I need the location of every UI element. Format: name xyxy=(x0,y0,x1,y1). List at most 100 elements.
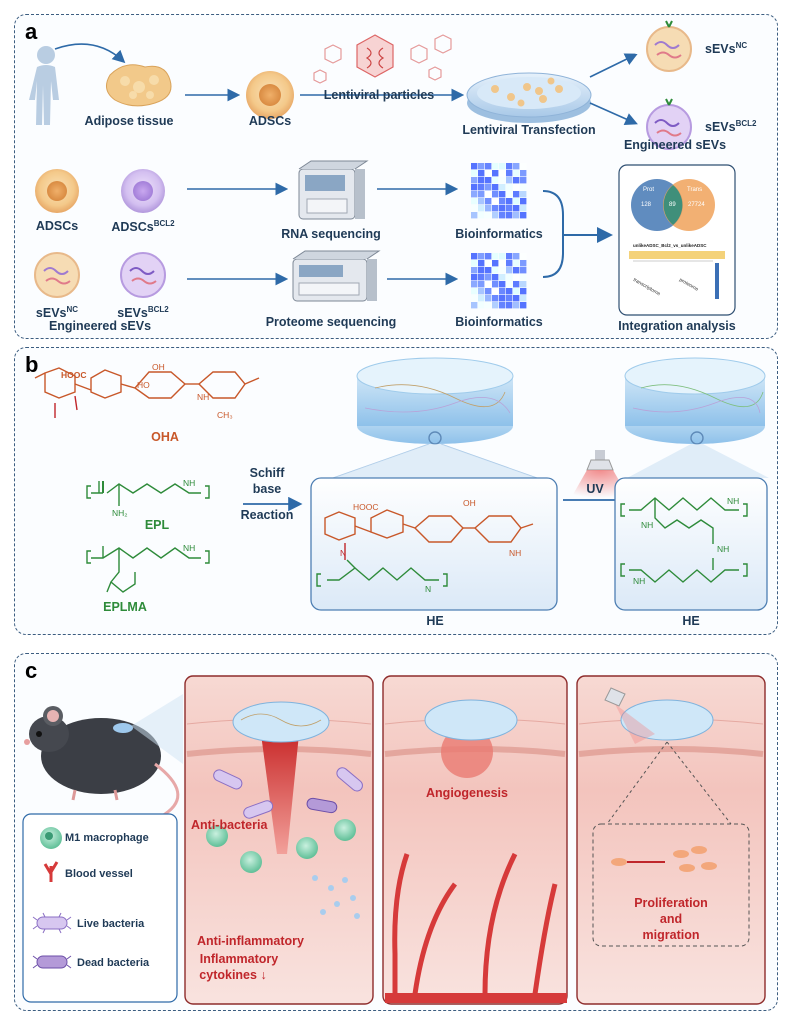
heatmap-cell xyxy=(520,274,527,281)
heatmap-cell xyxy=(478,205,485,212)
heatmap-cell xyxy=(492,260,499,267)
heatmap-cell xyxy=(492,295,499,302)
anti-bacteria-label: Anti-bacteria xyxy=(191,818,268,832)
heatmap-cell xyxy=(499,302,506,309)
he-left-epl-chain xyxy=(316,559,448,587)
adipose-tissue-icon xyxy=(105,64,172,107)
heatmap-cell xyxy=(478,253,485,260)
macrophage-cluster xyxy=(206,819,356,873)
heatmap-cell xyxy=(471,295,478,302)
heatmap-cell xyxy=(471,163,478,170)
heatmap-cell xyxy=(499,163,506,170)
he-left-label: HE xyxy=(426,614,444,628)
heatmap-cell xyxy=(478,198,485,205)
engineered-sevs-label: Engineered sEVs xyxy=(623,138,727,152)
heatmap-cell xyxy=(492,281,499,288)
schiff-label-3: Reaction xyxy=(240,508,294,522)
heatmap-cell xyxy=(471,253,478,260)
heatmap-cell xyxy=(492,212,499,219)
heatmap-cell xyxy=(499,177,506,184)
epl-nh: NH xyxy=(183,478,196,488)
engineered-sevs-row3-label: Engineered sEVs xyxy=(48,319,152,333)
heatmap-cell xyxy=(485,260,492,267)
heatmap-cell xyxy=(499,260,506,267)
heatmap-cell xyxy=(499,253,506,260)
heatmap-cell xyxy=(485,163,492,170)
heatmap-cell xyxy=(499,170,506,177)
eplma-label: EPLMA xyxy=(103,600,147,614)
heatmap-cell xyxy=(513,184,520,191)
heatmap-cell xyxy=(478,295,485,302)
heatmap-cell xyxy=(499,267,506,274)
angiogenesis-label: Angiogenesis xyxy=(426,786,508,800)
human-icon xyxy=(29,46,59,125)
heatmap-cell xyxy=(499,288,506,295)
heatmap-cell xyxy=(513,177,520,184)
he-left-oha-chain xyxy=(324,509,534,543)
sevs-nc-row3-label: sEVsNC xyxy=(35,305,79,321)
skin-panel-3 xyxy=(576,675,766,1005)
adscs-row2-label: ADSCs xyxy=(35,219,79,233)
heatmap-cell xyxy=(513,212,520,219)
he-left-n2: N xyxy=(425,584,432,594)
heatmap-cell xyxy=(478,302,485,309)
live-bacteria-icon xyxy=(32,912,72,934)
heatmap-cell xyxy=(513,198,520,205)
epl-nh2: NH₂ xyxy=(112,508,128,518)
heatmap-cell xyxy=(471,191,478,198)
heatmap-cell xyxy=(499,205,506,212)
heatmap-cell xyxy=(506,184,513,191)
heatmap-cell xyxy=(520,177,527,184)
sevs-bcl2-label: sEVsBCL2 xyxy=(705,119,757,135)
heatmap-cell xyxy=(485,267,492,274)
heatmap-cell xyxy=(471,177,478,184)
integration-bar xyxy=(629,251,725,259)
skin-panel-2 xyxy=(382,675,568,1005)
heatmap-cell xyxy=(492,170,499,177)
uv-lamp-small-icon xyxy=(604,687,655,744)
hydrogel-disc-left xyxy=(356,357,514,445)
heatmap-cell xyxy=(471,184,478,191)
sevs-nc-icon xyxy=(646,20,692,72)
heatmap-cell xyxy=(478,163,485,170)
heatmap-cell xyxy=(499,191,506,198)
skin-panel-1 xyxy=(184,675,374,1005)
he-structure-box-right xyxy=(614,477,768,611)
heatmap-cell xyxy=(471,288,478,295)
heatmap-cell xyxy=(513,163,520,170)
sevs-bcl2-icon xyxy=(646,98,692,150)
heatmap-cell xyxy=(478,177,485,184)
heatmap-cell xyxy=(513,281,520,288)
heatmap-cell xyxy=(499,212,506,219)
he-left-cooh: HOOC xyxy=(353,502,379,512)
inflammatory-label-1: Inflammatory xyxy=(199,952,279,966)
heatmap-cell xyxy=(492,205,499,212)
heatmap-cell xyxy=(492,184,499,191)
heatmap-cell xyxy=(513,274,520,281)
heatmap-cell xyxy=(485,205,492,212)
he-left-n: N xyxy=(340,548,347,558)
heatmap-cell xyxy=(478,260,485,267)
heatmap-cell xyxy=(520,302,527,309)
heatmap-cell xyxy=(492,177,499,184)
heatmap-cell xyxy=(492,198,499,205)
heatmap-cell xyxy=(478,281,485,288)
heatmap-cell xyxy=(513,170,520,177)
heatmap-cell xyxy=(506,274,513,281)
oha-ch3: CH₃ xyxy=(217,410,233,420)
heatmap-cell xyxy=(520,205,527,212)
heatmap-cell xyxy=(506,191,513,198)
heatmap-cell xyxy=(506,288,513,295)
heatmap-cell xyxy=(478,288,485,295)
sevs-nc-row3-icon xyxy=(34,252,80,298)
heatmap-cell xyxy=(492,253,499,260)
panel-a-label: a xyxy=(25,19,38,44)
oha-ho: HO xyxy=(137,380,150,390)
heatmap-cell xyxy=(520,163,527,170)
oha-structure xyxy=(34,367,260,418)
heatmap-cell xyxy=(485,198,492,205)
heatmap-cell xyxy=(506,212,513,219)
proliferation-inset xyxy=(592,823,750,947)
heatmap-cell xyxy=(492,191,499,198)
schiff-label-2: base xyxy=(252,482,282,496)
